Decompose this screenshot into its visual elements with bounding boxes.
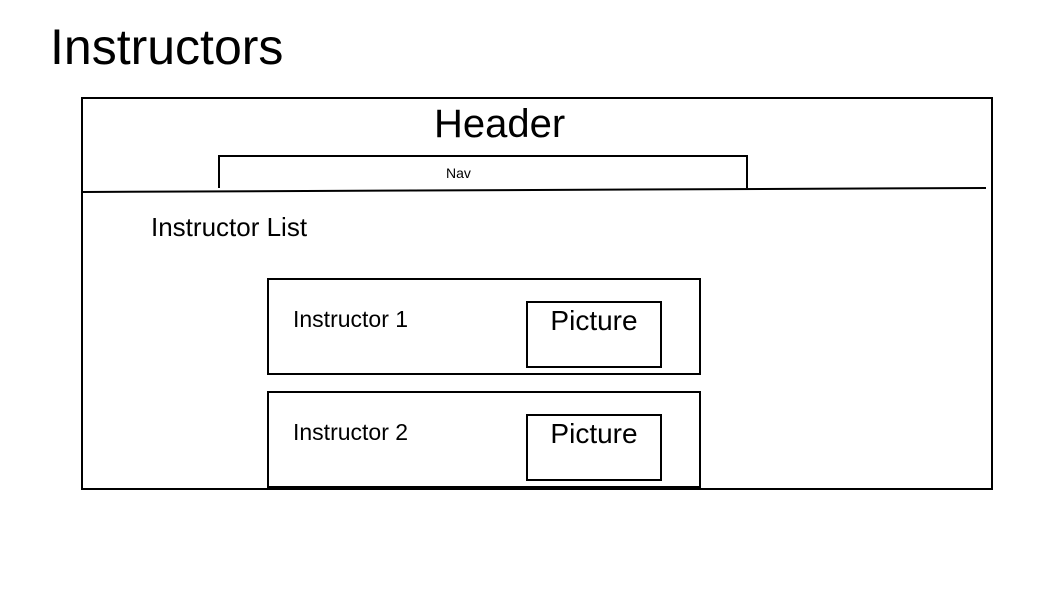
header-label: Header [434, 102, 566, 146]
instructor-name: Instructor 1 [293, 306, 409, 332]
instructor-list-title: Instructor List [151, 212, 308, 242]
instructor-name: Instructor 2 [293, 419, 409, 445]
instructor-picture: Picture [526, 414, 662, 481]
wireframe-page: Header Nav Instructor List Instructor 1 … [81, 97, 993, 490]
nav-label: Nav [446, 165, 471, 181]
picture-label: Picture [550, 305, 638, 336]
header-divider [83, 187, 987, 193]
page-title: Instructors [50, 19, 284, 75]
instructor-card[interactable]: Instructor 1 Picture [267, 278, 701, 375]
nav-bar[interactable]: Nav [218, 155, 748, 188]
header-divider-line [83, 187, 987, 193]
instructor-card[interactable]: Instructor 2 Picture [267, 391, 701, 488]
instructor-picture: Picture [526, 301, 662, 368]
picture-label: Picture [550, 418, 638, 449]
